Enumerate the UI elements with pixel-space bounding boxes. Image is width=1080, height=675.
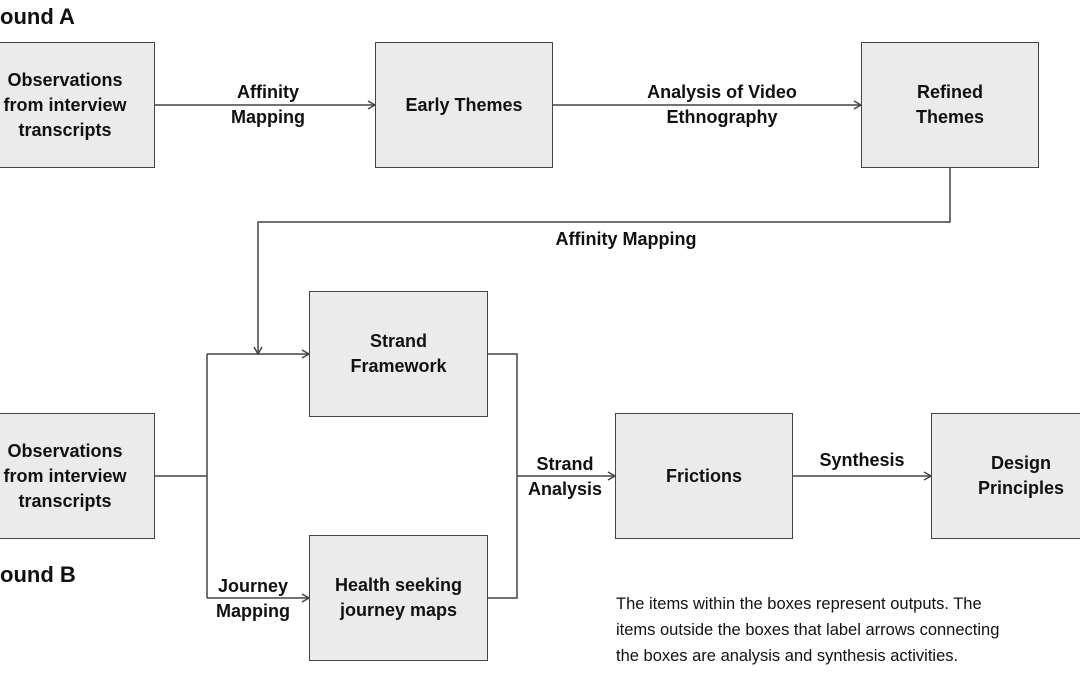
round-b-heading: ound B — [0, 562, 76, 587]
label-affinity-mapping-refined: Affinity Mapping — [555, 229, 697, 249]
box-journey-maps: Health seeking journey maps — [309, 535, 488, 661]
round-a-heading: ound A — [0, 4, 75, 29]
label-analysis-of-video-ethnography: Analysis of Video Ethnography — [647, 82, 797, 127]
box-early-themes: Early Themes — [375, 42, 553, 168]
label-synthesis: Synthesis — [819, 450, 905, 470]
box-observations-round-b: Observations from interview transcripts — [0, 413, 155, 539]
line-strand-out — [488, 353, 518, 599]
note-line: the boxes are analysis and synthesis act… — [616, 647, 959, 665]
explanatory-note: The items within the boxes represent out… — [616, 591, 999, 669]
box-design-principles: Design Principles — [931, 413, 1080, 539]
label-journey-mapping: Journey Mapping — [216, 576, 290, 621]
box-strand-framework: Strand Framework — [309, 291, 488, 417]
label-strand-analysis: Strand Analysis — [527, 454, 603, 499]
box-refined-themes: Refined Themes — [861, 42, 1039, 168]
arrow-refined-to-strand — [253, 168, 951, 356]
box-observations-round-a: Observations from interview transcripts — [0, 42, 155, 168]
note-line: The items within the boxes represent out… — [616, 595, 982, 613]
box-frictions: Frictions — [615, 413, 793, 539]
note-line: items outside the boxes that label arrow… — [616, 621, 1000, 639]
label-affinity-mapping-round-a: Affinity Mapping — [231, 82, 305, 127]
